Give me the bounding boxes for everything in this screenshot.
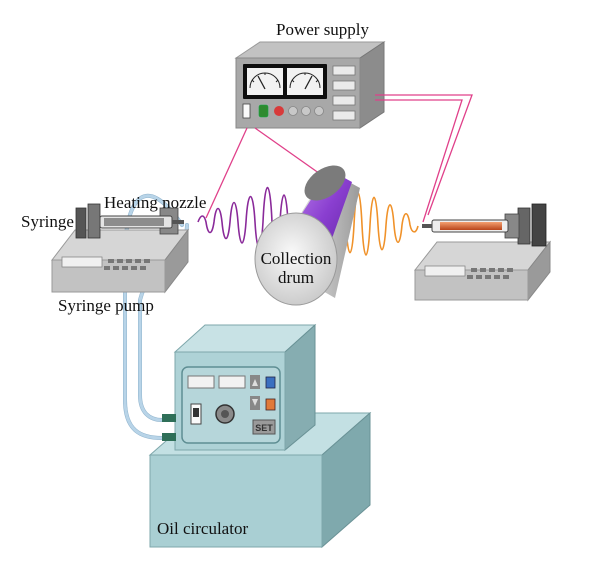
collection-drum-label-line2: drum [278, 268, 314, 287]
tube-connectors [162, 414, 176, 441]
power-supply-label: Power supply [276, 20, 370, 39]
right-fiber-jet [337, 191, 419, 256]
heating-nozzle-label: Heating nozzle [104, 193, 207, 212]
right-syringe-pump [413, 203, 552, 302]
collection-drum [254, 165, 360, 306]
indicator-light-icon [265, 376, 276, 389]
power-supply [234, 41, 386, 129]
syringe-pump-label: Syringe pump [58, 296, 154, 315]
meter-gauge-icon [247, 68, 283, 95]
meter-gauge-icon [287, 68, 323, 95]
display-right [218, 375, 246, 389]
pump-display [61, 256, 103, 268]
set-button-label: SET [255, 423, 273, 433]
pump-keypad [104, 259, 150, 270]
power-switch-icon[interactable] [242, 103, 251, 119]
display-left [187, 375, 215, 389]
circulator-controller: SET [173, 323, 317, 452]
set-button[interactable] [252, 419, 276, 435]
collection-drum-label-line1: Collection [260, 249, 332, 268]
syringe-label: Syringe [21, 212, 74, 231]
indicator-light-icon [265, 398, 276, 411]
left-syringe-pump [50, 203, 190, 294]
oil-circulator-label: Oil circulator [157, 519, 249, 538]
